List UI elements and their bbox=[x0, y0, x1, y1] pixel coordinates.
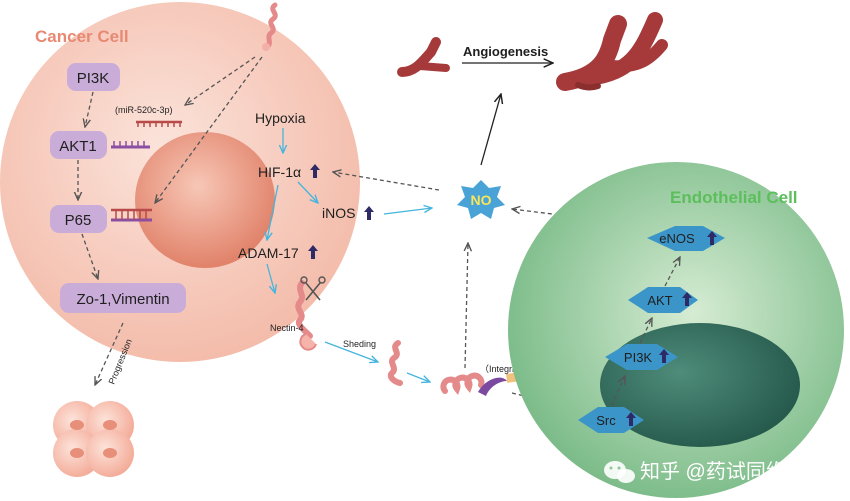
shed-nectin-icon bbox=[387, 340, 403, 386]
ligand-icon bbox=[440, 372, 485, 396]
shedding-label: Sheding bbox=[343, 339, 376, 349]
inos-label: iNOS bbox=[322, 205, 355, 221]
hif-to-adam-arrow bbox=[267, 184, 279, 240]
cancer-cell: Cancer Cell bbox=[0, 2, 360, 362]
akt1-mrna-icon bbox=[111, 141, 150, 149]
shedding-arrow bbox=[324, 341, 378, 362]
p65-node: P65 bbox=[50, 205, 107, 233]
nectin4-protein-icon bbox=[295, 280, 317, 351]
endo-pi3k-label: PI3K bbox=[624, 350, 653, 365]
enos-label: eNOS bbox=[659, 231, 695, 246]
cancer-dashed-arrows bbox=[78, 56, 263, 385]
blood-vessel-large-icon bbox=[556, 12, 668, 91]
no-to-angiogenesis-arrow bbox=[480, 94, 501, 166]
watermark-text: 知乎 @药试同缘 bbox=[640, 460, 786, 483]
zo1-vimentin-label: Zo-1,Vimentin bbox=[76, 291, 169, 308]
no-label: NO bbox=[471, 192, 492, 208]
shed-to-integrin-arrow bbox=[406, 372, 430, 382]
adam-to-nectin-arrow bbox=[266, 263, 275, 293]
blood-vessel-small-icon bbox=[397, 37, 450, 77]
hif1a-label: HIF-1α bbox=[258, 164, 301, 180]
akt-node: AKT bbox=[628, 287, 698, 313]
inos-to-no-arrow bbox=[383, 208, 432, 215]
receptor-icon bbox=[262, 2, 278, 51]
nectin4-label: Nectin-4 bbox=[270, 323, 304, 333]
pi3k-node: PI3K bbox=[67, 63, 120, 91]
inos-up-icon bbox=[364, 206, 374, 220]
integrin-to-no-arrow bbox=[465, 243, 468, 369]
mirna-strand-icon bbox=[136, 120, 182, 127]
cancer-cell-title: Cancer Cell bbox=[35, 27, 129, 46]
p65-label: P65 bbox=[65, 212, 92, 229]
hif-to-inos-arrow bbox=[297, 181, 318, 203]
akt1-label: AKT1 bbox=[59, 138, 97, 155]
enos-node: eNOS bbox=[647, 226, 725, 251]
no-to-hif-arrow bbox=[333, 172, 440, 191]
adam17-label: ADAM-17 bbox=[238, 245, 299, 261]
cancer-nucleus bbox=[135, 132, 275, 268]
endothelial-cell-title: Endothelial Cell bbox=[670, 188, 798, 207]
proliferating-cells-icon bbox=[53, 401, 134, 477]
src-node: Src bbox=[578, 407, 644, 433]
endothelial-cell: Endothelial Cell bbox=[508, 162, 844, 498]
p65-binding-icon bbox=[111, 208, 152, 222]
akt1-node: AKT1 bbox=[50, 131, 107, 159]
endo-dashed-arrows bbox=[611, 257, 680, 406]
pi3k-label: PI3K bbox=[77, 70, 110, 87]
akt-label: AKT bbox=[647, 293, 672, 308]
no-star-icon bbox=[457, 180, 505, 219]
hypoxia-label: Hypoxia bbox=[255, 110, 306, 126]
zo1-vimentin-node: Zo-1,Vimentin bbox=[60, 283, 186, 313]
scissors-icon bbox=[300, 276, 326, 301]
wechat-icon bbox=[604, 461, 635, 483]
endo-pi3k-node: PI3K bbox=[605, 344, 678, 370]
angiogenesis-label: Angiogenesis bbox=[463, 44, 548, 59]
src-label: Src bbox=[596, 413, 616, 428]
mirna-label: (miR-520c-3p) bbox=[115, 105, 173, 115]
integrin-label: （Integrin-β4） bbox=[480, 364, 541, 374]
